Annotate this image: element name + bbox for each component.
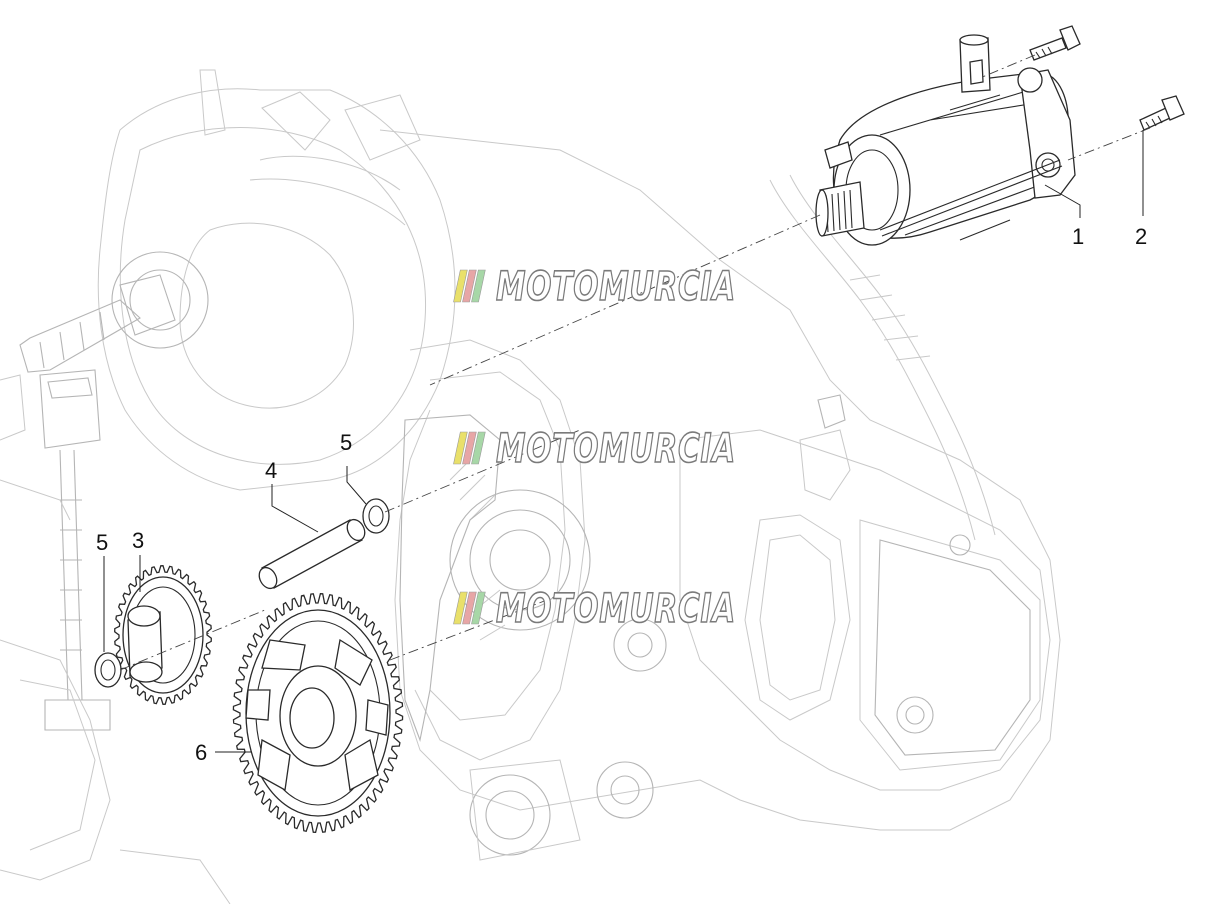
callout-labels: 1 2 3 4 5 5 6	[96, 224, 1147, 765]
washer-part-lower	[94, 652, 122, 688]
watermark-top: MOTOMURCIA	[453, 263, 736, 311]
callout-5-upper: 5	[340, 430, 352, 455]
screw-right	[1139, 95, 1185, 131]
watermark-bottom: MOTOMURCIA	[453, 585, 736, 633]
washer-part-upper	[362, 498, 390, 534]
watermark-text: MOTOMURCIA	[496, 426, 736, 472]
starter-driven-gear-part	[232, 593, 404, 833]
assembly-axis-lines	[119, 54, 1151, 671]
watermark-text: MOTOMURCIA	[496, 586, 736, 632]
shaft-pin-part	[258, 518, 366, 590]
callout-2: 2	[1135, 224, 1147, 249]
callout-4: 4	[265, 458, 277, 483]
screw-parts	[1029, 25, 1185, 131]
callout-3: 3	[132, 528, 144, 553]
engine-block-ghost	[0, 69, 1061, 904]
callout-6: 6	[195, 740, 207, 765]
watermark-text: MOTOMURCIA	[496, 264, 736, 310]
intermediate-gear-part	[114, 565, 212, 705]
callout-5-lower: 5	[96, 530, 108, 555]
leader-lines	[103, 130, 1144, 753]
callout-1: 1	[1072, 224, 1084, 249]
starter-motor-part	[815, 34, 1076, 246]
watermark-middle: MOTOMURCIA	[453, 425, 736, 473]
screw-top	[1029, 25, 1081, 61]
